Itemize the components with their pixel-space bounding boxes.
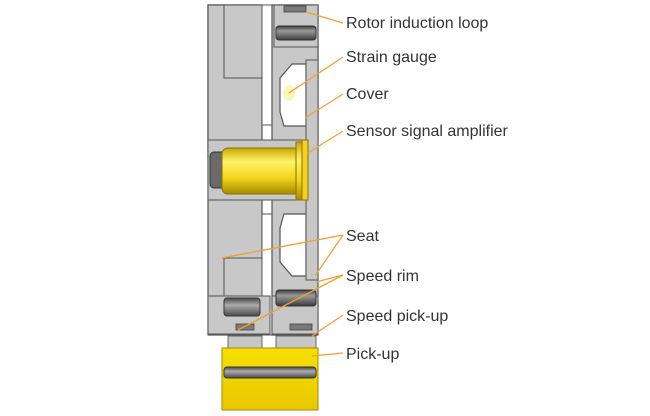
speed-rim-marker-right: [289, 323, 313, 331]
leader-speed-pickup-b: [311, 314, 344, 337]
leader-lines: [221, 11, 344, 357]
leader-sensor-signal-amplifier: [307, 130, 344, 154]
induction-loop-coil: [275, 25, 317, 41]
label-speed-rim: Speed rim: [346, 268, 419, 285]
label-pickup: Pick-up: [346, 346, 399, 363]
pickup: [221, 347, 319, 411]
induction-loop-top: [283, 5, 307, 13]
shaft-collar: [295, 141, 303, 201]
leader-pickup: [311, 352, 344, 357]
shaft-body: [221, 147, 301, 195]
leader-seat-a: [221, 234, 344, 259]
leader-speed-rim: [315, 274, 344, 283]
speed-rim: [207, 289, 319, 335]
leader-strain-gauge: [288, 56, 344, 94]
sensor-signal-amplifier: [301, 139, 309, 201]
leader-seat-b: [314, 234, 344, 277]
pickup-rod: [223, 366, 317, 379]
label-sensor-signal-amplifier: Sensor signal amplifier: [346, 123, 509, 140]
leader-cover: [304, 93, 344, 119]
shaft: [209, 141, 303, 201]
upper-slot: [261, 4, 273, 126]
label-speed-pickup: Speed pick-up: [346, 308, 448, 325]
upper-notch: [223, 4, 263, 79]
label-seat: Seat: [346, 228, 379, 245]
labels: Rotor induction loop Strain gauge Cover …: [346, 15, 509, 363]
label-cover: Cover: [346, 86, 389, 103]
label-strain-gauge: Strain gauge: [346, 49, 437, 66]
label-rotor-induction-loop: Rotor induction loop: [346, 15, 488, 32]
leader-speed-pickup-a: [237, 274, 344, 331]
rotor-induction-loop: [273, 4, 319, 48]
pickup-housing: [221, 347, 319, 411]
speed-rim-bolt: [223, 297, 261, 317]
leader-rotor-induction-loop: [305, 11, 344, 24]
